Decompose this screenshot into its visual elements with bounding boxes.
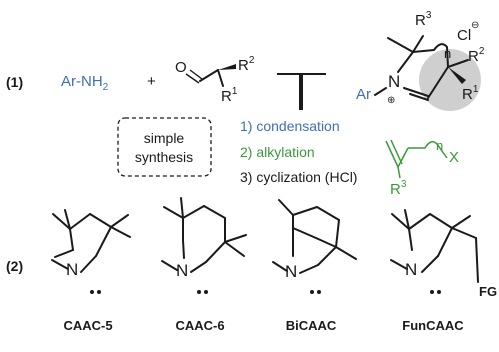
step-condensation: 1) condensation [240,118,340,134]
alkene-n-index: n [436,138,443,153]
iminium-charge: ⊕ [387,95,395,106]
reaction-number: (1) [6,74,23,90]
aldehyde-structure: O R2 R1 [175,55,255,105]
product-r2: R2 [468,46,485,65]
structure-bicaac: N BiCAAC [272,199,357,333]
alkene-leaving-group: X [449,149,459,166]
reaction-arrow [277,73,326,110]
caac-6-label: CAAC-6 [175,318,224,333]
product-structure: Ar N ⊕ R3 n R2 R1 Cl ⊖ [356,10,485,111]
simple-synthesis-line1: simple [144,130,185,146]
structures-number: (2) [6,258,23,274]
simple-synthesis-line2: synthesis [135,149,193,165]
alkene-reagent: n X R3 [385,138,459,198]
caac-6-n: N [176,261,188,280]
structure-funcaac: N FG FunCAAC [390,209,497,333]
amine-label: Ar-NH2 [61,73,109,93]
aldehyde-r2: R2 [238,55,255,74]
ring-size-index: n [444,46,451,61]
funcaac-functional-group: FG [479,284,497,299]
aldehyde-r1: R1 [221,86,238,105]
caac-5-n: N [66,260,78,279]
chloride-charge: ⊖ [471,20,479,31]
aldehyde-oxygen: O [175,59,187,76]
alkene-r3: R3 [390,179,407,198]
plus-sign: + [147,73,156,90]
product-r1: R1 [462,84,479,103]
bicaac-label: BiCAAC [286,318,337,333]
substituent-highlight [419,49,481,111]
funcaac-n: N [405,260,417,279]
caac-5-label: CAAC-5 [63,318,112,333]
product-n: N [388,72,400,91]
simple-synthesis-box [117,117,212,177]
product-ar: Ar [356,86,371,103]
bicaac-n: N [285,262,297,281]
step-cyclization: 3) cyclization (HCl) [240,169,357,185]
product-r3: R3 [415,10,432,29]
funcaac-label: FunCAAC [402,318,464,333]
structure-caac-5: N CAAC-5 [51,209,131,333]
step-alkylation: 2) alkylation [240,144,315,160]
chloride-label: Cl [457,27,471,44]
structure-caac-6: N CAAC-6 [161,197,247,333]
